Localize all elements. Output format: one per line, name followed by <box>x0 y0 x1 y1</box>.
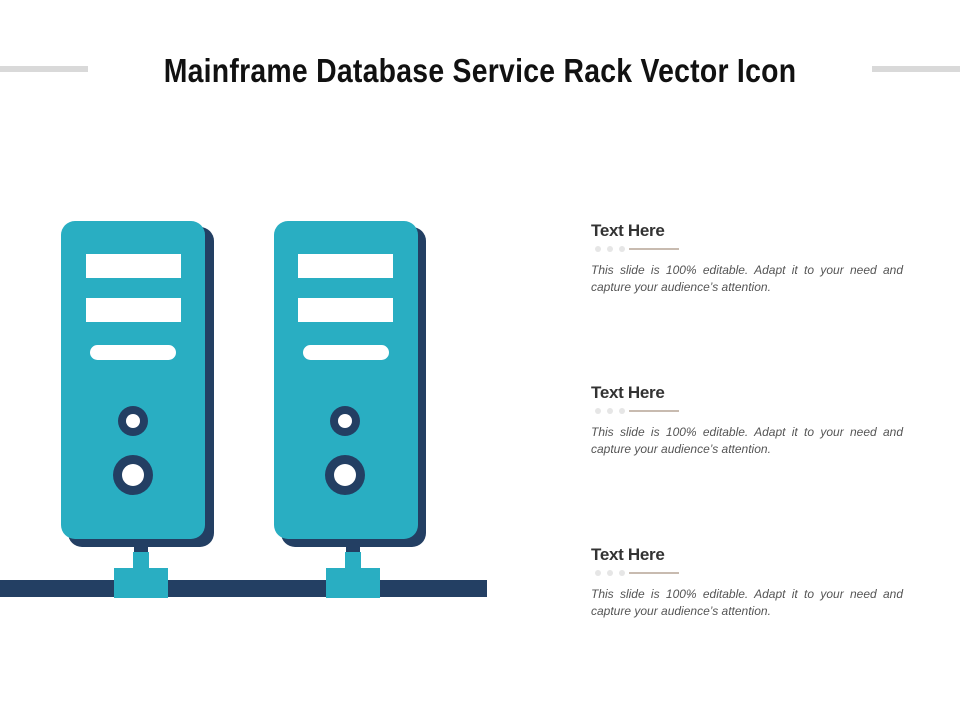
text-block: Text Here This slide is 100% editable. A… <box>591 545 911 620</box>
text-block-body: This slide is 100% editable. Adapt it to… <box>591 425 903 456</box>
server-tower-right <box>274 221 426 598</box>
text-block: Text Here This slide is 100% editable. A… <box>591 221 911 296</box>
drive-bay-1 <box>298 254 393 278</box>
text-block-divider <box>591 406 691 416</box>
text-block: Text Here This slide is 100% editable. A… <box>591 383 911 458</box>
server-rack-icon <box>0 221 487 598</box>
text-block-heading: Text Here <box>591 545 665 564</box>
drive-bay-1 <box>86 254 181 278</box>
slot-indicator <box>303 345 389 360</box>
text-block-heading: Text Here <box>591 221 665 240</box>
network-connector-right <box>345 552 361 570</box>
slot-indicator <box>90 345 176 360</box>
server-tower-left <box>61 221 214 598</box>
drive-bay-2 <box>298 298 393 322</box>
decorative-bar-right <box>872 66 960 72</box>
text-block-heading: Text Here <box>591 383 665 402</box>
text-block-divider <box>591 568 691 578</box>
network-cable <box>0 580 487 597</box>
text-block-divider <box>591 244 691 254</box>
decorative-bar-left <box>0 66 88 72</box>
text-block-body: This slide is 100% editable. Adapt it to… <box>591 263 903 294</box>
text-block-body: This slide is 100% editable. Adapt it to… <box>591 587 903 618</box>
drive-bay-2 <box>86 298 181 322</box>
slide-title: Mainframe Database Service Rack Vector I… <box>163 52 797 89</box>
network-connector-left <box>133 552 149 570</box>
